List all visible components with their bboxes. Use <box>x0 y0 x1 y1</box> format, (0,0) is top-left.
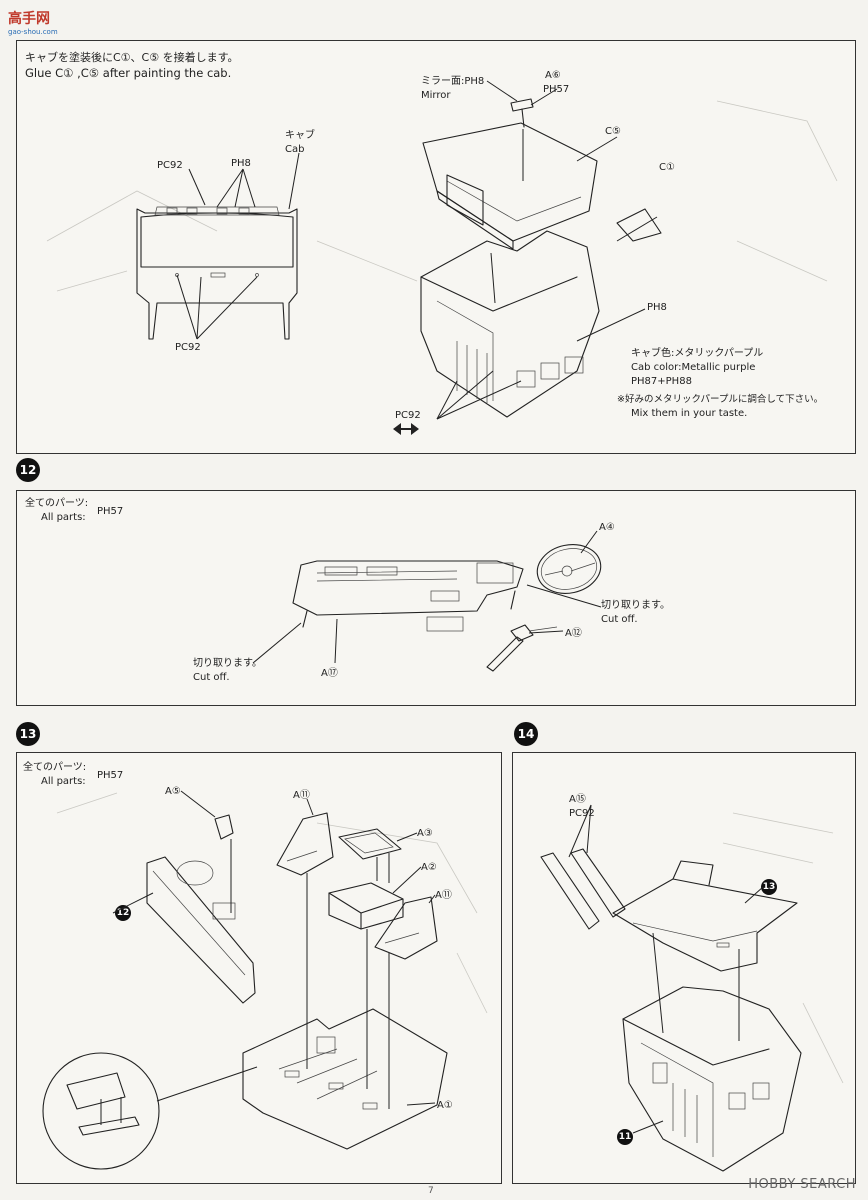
hobby-search-watermark: HOBBY SEARCH <box>748 1177 856 1192</box>
dashboard-part <box>292 560 524 632</box>
part-a11-label: A⑪ <box>293 790 310 801</box>
page-number: 7 <box>428 1186 434 1196</box>
steering-column-part <box>486 624 558 672</box>
cab-interior-tub <box>422 122 598 250</box>
part-a6-label: A⑥ <box>545 70 561 81</box>
shift-lever-part <box>214 814 234 840</box>
cab-body <box>622 986 802 1172</box>
mix-note-jp: ※好みのメタリックパープルに調合して下さい。 <box>617 394 824 405</box>
detail-inset <box>42 1052 258 1170</box>
paint-code-pc92: PC92 <box>395 410 421 421</box>
all-parts-label-en: All parts: <box>41 512 86 523</box>
ref-step-11-badge: 11 <box>617 1129 633 1145</box>
side-window-part <box>616 208 662 242</box>
passenger-seat-part <box>374 896 438 960</box>
paint-code-pc92: PC92 <box>175 342 201 353</box>
tray-part <box>338 828 402 860</box>
paint-code-ph8: PH8 <box>647 302 667 313</box>
step13-panel: 全てのパーツ: All parts: PH57 A⑤ A⑪ A③ A② A⑪ A… <box>16 752 502 1184</box>
floor-part <box>242 1008 448 1150</box>
watermark-site-text: gao-shou.com <box>8 28 58 36</box>
dashboard-part <box>146 856 256 1004</box>
center-console-part <box>328 882 404 930</box>
cab-body <box>420 230 600 520</box>
part-a17-label: A⑰ <box>321 668 338 679</box>
cab-assembly-drawing <box>46 80 838 520</box>
paint-code-pc92: PC92 <box>157 160 183 171</box>
cab-label-en: Cab <box>285 144 305 155</box>
interior-assembly <box>612 860 798 972</box>
cut-off-label-en: Cut off. <box>193 672 230 683</box>
part-c5-label: C⑤ <box>605 126 621 137</box>
bleed-through-lines <box>46 100 838 292</box>
part-a1-label: A① <box>437 1100 453 1111</box>
cut-off-label-jp: 切り取ります。 <box>601 600 670 611</box>
cab-color-en: Cab color:Metallic purple <box>631 362 756 373</box>
part-a12-label: A⑫ <box>565 628 582 639</box>
part-c1-label: C① <box>659 162 675 173</box>
paint-code-ph57: PH57 <box>97 506 124 517</box>
cab-instruction-jp: キャブを塗装後にC①、C⑤ を接着します。 <box>25 51 239 64</box>
step12-drawing <box>252 530 602 672</box>
bleed-through-lines <box>722 812 844 1084</box>
ref-step-12-badge: 12 <box>115 905 131 921</box>
mirror-part <box>510 98 534 128</box>
step-number-14: 14 <box>514 722 538 746</box>
ref-step-13-badge: 13 <box>761 879 777 895</box>
part-a4-label: A④ <box>599 522 615 533</box>
paint-code-ph8: PH8 <box>231 158 251 169</box>
mirror-label-en: Mirror <box>421 90 451 101</box>
cut-off-label-en: Cut off. <box>601 614 638 625</box>
assembly-arrows <box>568 804 764 1134</box>
cab-color-jp: キャブ色:メタリックパープル <box>631 348 764 359</box>
driver-seat-part <box>276 812 334 876</box>
all-parts-label-jp: 全てのパーツ: <box>25 498 89 509</box>
cab-instruction-en: Glue C① ,C⑤ after painting the cab. <box>25 66 232 80</box>
part-a5-label: A⑤ <box>165 786 181 797</box>
watermark-logo-text: 高手网 <box>8 11 50 27</box>
part-a11-label: A⑪ <box>435 890 452 901</box>
step12-panel: 全てのパーツ: All parts: PH57 A④ 切り取ります。 Cut o… <box>16 490 856 706</box>
cab-assembly-panel: キャブを塗装後にC①、C⑤ を接着します。 Glue C① ,C⑤ after … <box>16 40 856 520</box>
all-parts-label-jp: 全てのパーツ: <box>23 762 87 773</box>
mirror-label-jp: ミラー面:PH8 <box>421 76 485 87</box>
assembly-arrows <box>436 80 658 420</box>
part-a3-label: A③ <box>417 828 433 839</box>
step-number-12: 12 <box>16 458 40 482</box>
cab-color-paint-codes: PH87+PH88 <box>631 376 692 387</box>
double-arrow-icon <box>393 423 419 435</box>
cab-label-jp: キャブ <box>285 130 315 141</box>
paint-code-pc92: PC92 <box>569 808 595 819</box>
leader-lines <box>176 152 300 340</box>
bleed-through-lines <box>56 792 488 1014</box>
steering-wheel-part <box>536 544 602 594</box>
part-a15-label: A⑮ <box>569 794 586 805</box>
step13-drawing <box>42 790 488 1170</box>
all-parts-label-en: All parts: <box>41 776 86 787</box>
cab-front-view <box>136 206 298 340</box>
step14-drawing <box>540 804 844 1172</box>
step14-panel: A⑮ PC92 13 11 <box>512 752 856 1184</box>
step-number-13: 13 <box>16 722 40 746</box>
assembly-arrows <box>112 790 436 1109</box>
site-watermark-logo: 高手网 gao-shou.com <box>8 8 58 36</box>
panel-part <box>540 848 626 930</box>
cut-off-label-jp: 切り取ります。 <box>193 658 262 669</box>
mix-note-en: Mix them in your taste. <box>631 408 748 419</box>
leader-lines <box>252 530 602 664</box>
part-a2-label: A② <box>421 862 437 873</box>
paint-code-ph57: PH57 <box>97 770 124 781</box>
